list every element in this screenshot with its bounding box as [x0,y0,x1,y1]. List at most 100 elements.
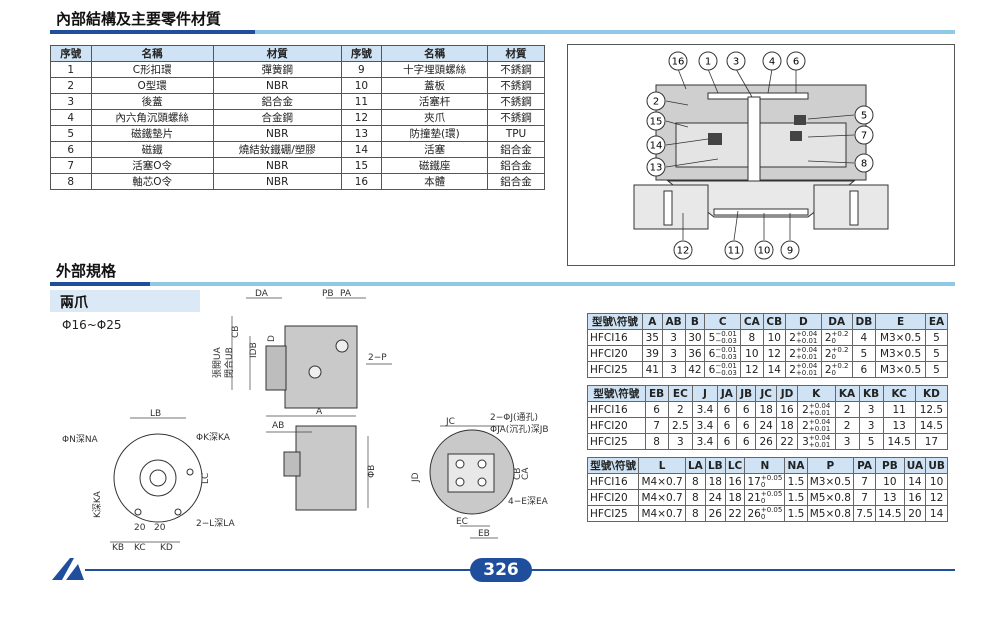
tolerance-stack: −0.01−0.03 [715,346,736,361]
callout-circle [786,51,806,71]
tolerance-upper: −0.01 [715,329,737,338]
callout-circle [646,157,666,177]
tolerance-stack: +0.04+0.01 [809,418,830,433]
table-cell: M4×0.7 [638,473,686,490]
subsection-title: 兩爪 [60,295,88,311]
note-ub: 閉合UB [223,347,235,378]
table-cell: 燒結釹鐵硼/塑膠 [212,141,342,158]
table-cell: 活塞杆 [381,93,489,110]
tolerance-upper: +0.05 [760,489,783,498]
table-cell: 36 [684,345,706,362]
spec-header-cell: D [784,313,822,330]
table-cell: 3.4 [692,417,718,434]
top-view-hole-2 [477,459,487,469]
table-cell: 蓋板 [381,77,489,94]
section-underline-dark [50,30,255,34]
tolerance-upper: +0.05 [760,473,783,482]
spec-header-cell: KD [914,385,949,402]
table-cell: 5 [858,433,884,450]
table-cell: 後蓋 [90,93,214,110]
table-cell: 3 [834,433,860,450]
spec-header-cell: LC [724,457,746,474]
tolerance-base: 2 [789,363,796,376]
section-underline-light [255,30,955,34]
table-cell: 6 [736,401,757,418]
table-cell-tolerance: 2+0.04+0.01 [796,417,836,434]
spec-header-cell: EC [667,385,694,402]
dim-idb: IDB [249,342,259,358]
callout-circle [698,51,718,71]
table-cell: 12 [740,361,764,378]
magnet-right-2 [790,131,802,141]
table-cell: 7 [853,473,877,490]
section2-underline-dark [50,282,150,286]
tolerance-lower: 0 [760,496,766,505]
callout-circle [854,125,874,145]
dim-e-ea: 4−E深EA [508,496,549,507]
table-cell: 20 [903,505,927,522]
table-cell: M4×0.7 [638,489,686,506]
dim-pa: PA [340,289,352,299]
table-cell: 5 [925,345,948,362]
table-cell: 3 [858,401,884,418]
table-cell: M3×0.5 [806,473,855,490]
spec-header-cell: 型號\符號 [586,457,640,474]
table-cell: 35 [641,329,663,346]
front-view-body [295,425,357,511]
section-title-external: 外部規格 [56,262,117,280]
dim-d: D [267,335,277,342]
table-cell: 6 [851,361,877,378]
dim-kd: KD [160,543,173,553]
tolerance-lower: +0.01 [808,408,831,417]
table-cell: 6 [716,401,738,418]
dim-b: ΦB [367,465,377,478]
callout-circle [668,51,688,71]
model-cell: HFCI16 [587,329,643,346]
tolerance-lower: 0 [760,512,766,521]
table-cell: M3×0.5 [875,345,927,362]
bottom-view-hole-3 [174,508,182,516]
dimension-drawings: DA PB PA 2−P CB IDB D 張開UA 閉合UB A AB ΦB … [62,289,549,553]
callout-circle [646,91,666,111]
table-cell: 8 [684,489,706,506]
brand-logo-icon [52,558,84,580]
model-cell: HFCI25 [586,505,640,522]
spec-header-cell: PA [853,457,877,474]
table-cell: 9 [340,61,383,78]
dim-kb: KB [112,543,124,553]
dim-ca: CA [521,467,531,480]
dim-kdka: K深KA [92,490,103,518]
table-cell: 3 [858,417,884,434]
table-cell: NBR [212,125,342,142]
table-cell: 18 [776,417,798,434]
tolerance-base: 3 [802,435,809,448]
table-cell: 12 [340,109,383,126]
table-cell: 彈簧鋼 [212,61,342,78]
table-cell-tolerance: 2+0.04+0.01 [784,329,822,346]
tolerance-base: 2 [802,403,809,416]
callout-label: 3 [733,57,739,68]
table-cell: 磁鐵座 [381,157,489,174]
table-cell: 鋁合金 [487,141,545,158]
magnet-right [794,115,806,125]
dim-ec: EC [456,517,468,527]
table-cell: 7.5 [853,505,877,522]
table-cell: 7 [853,489,877,506]
table-cell: 3 [667,433,694,450]
model-cell: HFCI16 [586,473,640,490]
dim-20-1: 20 [134,523,146,533]
table-cell: 14 [762,361,786,378]
table-cell: 3 [661,345,686,362]
callout-label: 10 [758,246,771,257]
tolerance-lower: 0 [831,336,836,345]
table-cell: 18 [704,473,726,490]
tolerance-base: 6 [708,347,716,360]
